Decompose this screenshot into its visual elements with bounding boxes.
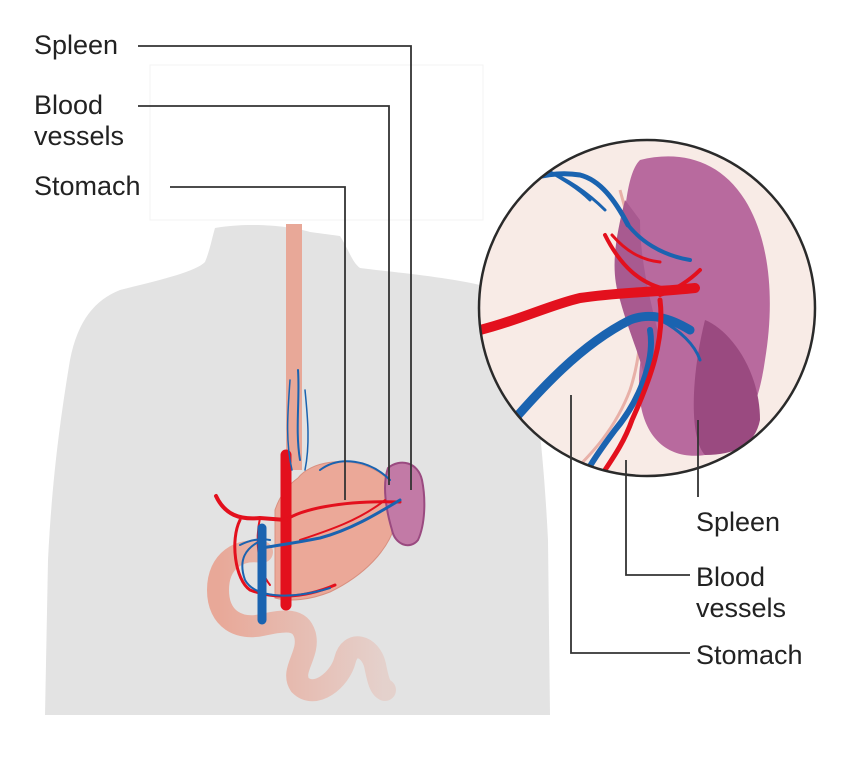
body-silhouette xyxy=(45,225,550,715)
leader-lines xyxy=(138,45,699,654)
leader-vessels-left xyxy=(138,105,390,485)
label-stomach-right: Stomach xyxy=(696,640,803,670)
label-spleen-right: Spleen xyxy=(696,507,781,537)
leader-stomach-right xyxy=(570,395,690,654)
label-stomach-left: Stomach xyxy=(34,171,141,201)
leader-spleen-left xyxy=(138,45,412,490)
leader-vessels-right xyxy=(625,460,690,576)
arteries-main xyxy=(214,449,402,611)
label-spleen-left: Spleen xyxy=(34,30,119,60)
leader-stomach-left xyxy=(170,186,346,500)
stomach xyxy=(274,461,399,601)
label-blood-vessels-left: Blood vessels xyxy=(34,90,125,151)
faint-frame xyxy=(149,64,484,221)
veins-main xyxy=(239,369,402,625)
label-blood-vessels-right: Blood vessels xyxy=(696,562,787,623)
zoom-inset xyxy=(477,138,817,478)
small-intestine xyxy=(206,540,396,702)
